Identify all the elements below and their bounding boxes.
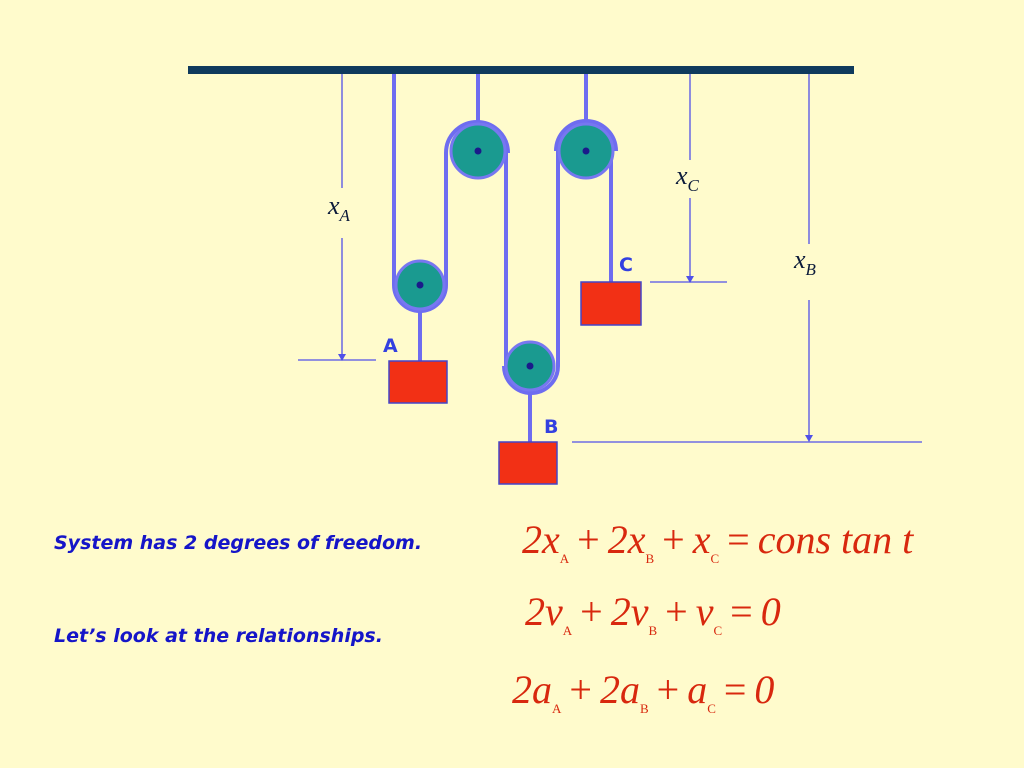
dimension-arrowheads	[338, 276, 813, 442]
plus-sign: +	[662, 517, 685, 562]
relationships-note: Let’s look at the relationships.	[54, 625, 383, 647]
plus-sign: +	[665, 589, 688, 634]
subscript: C	[713, 623, 723, 638]
subscript: B	[648, 623, 658, 638]
xb-symbol-sub: B	[806, 260, 817, 279]
plus-sign: +	[569, 667, 592, 712]
position-equation: 2xA+2xB+xC=cons tan t	[522, 517, 914, 566]
subscript: C	[707, 701, 716, 716]
block-b	[498, 441, 558, 485]
pulley-axle	[526, 362, 534, 370]
block-c-label: C	[619, 254, 633, 276]
degrees-of-freedom-note: System has 2 degrees of freedom.	[54, 532, 423, 554]
pulley-axle	[416, 281, 424, 289]
equals-sign: =	[730, 589, 753, 634]
xc-symbol-sub: C	[688, 176, 700, 195]
variable: x	[542, 517, 560, 562]
xa-arrowhead	[338, 354, 346, 361]
xa-symbol: xA	[327, 191, 351, 225]
fixed-pulley-left	[449, 122, 507, 180]
moving-pulley-b	[504, 340, 556, 392]
variable: a	[619, 667, 640, 712]
fixed-pulley-right	[557, 122, 615, 180]
xb-arrowhead	[805, 435, 813, 442]
velocity-equation: 2vA+2vB+vC=0	[525, 589, 781, 638]
subscript: A	[559, 551, 570, 566]
right-hand-side: cons tan t	[757, 517, 914, 562]
right-hand-side: 0	[760, 589, 781, 634]
plus-sign: +	[577, 517, 600, 562]
dimension-lines	[298, 74, 922, 443]
coefficient: 2	[599, 667, 620, 712]
coefficient: 2	[512, 667, 532, 712]
variable: x	[627, 517, 646, 562]
variable: v	[545, 589, 563, 634]
xc-symbol-main: x	[675, 161, 688, 190]
subscript: A	[552, 701, 562, 716]
coefficient: 2	[525, 589, 545, 634]
subscript: B	[639, 701, 649, 716]
ceiling-beam	[188, 66, 854, 74]
pulley-axle	[582, 147, 590, 155]
xb-symbol-main: x	[793, 245, 806, 274]
block-a	[388, 360, 448, 404]
xb-symbol: xB	[793, 245, 817, 279]
pulley-axle	[474, 147, 482, 155]
moving-pulley-a	[394, 259, 446, 311]
coefficient: 2	[522, 517, 542, 562]
block-c	[580, 281, 642, 326]
coefficient: 2	[607, 517, 628, 562]
plus-sign: +	[656, 667, 680, 712]
ropes	[392, 74, 618, 395]
subscript: A	[562, 623, 573, 638]
block-a-label: A	[383, 335, 398, 357]
variable: v	[695, 589, 714, 634]
variable: a	[687, 667, 708, 712]
acceleration-equation: 2aA+2aB+aC=0	[512, 667, 775, 716]
variable: v	[630, 589, 649, 634]
xa-symbol-main: x	[327, 191, 340, 220]
plus-sign: +	[580, 589, 603, 634]
variable: x	[692, 517, 711, 562]
subscript: B	[645, 551, 655, 566]
right-hand-side: 0	[754, 667, 775, 712]
equals-sign: =	[723, 667, 747, 712]
variable: a	[532, 667, 552, 712]
equals-sign: =	[727, 517, 750, 562]
coefficient: 2	[610, 589, 631, 634]
block-b-label: B	[544, 416, 558, 438]
xc-arrowhead	[686, 276, 694, 283]
xa-symbol-sub: A	[339, 206, 351, 225]
xc-symbol: xC	[675, 161, 700, 195]
subscript: C	[710, 551, 720, 566]
